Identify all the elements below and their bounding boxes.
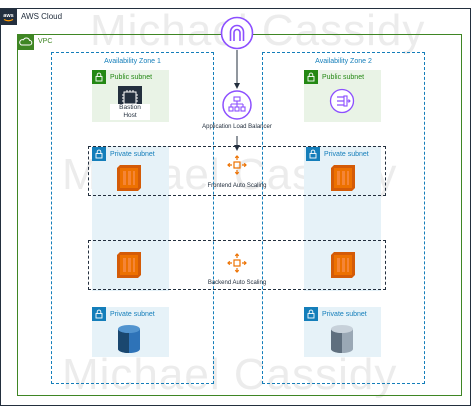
public-subnet-1-label: Public subnet	[110, 74, 153, 81]
frontend-auto-scaling-group	[88, 146, 386, 196]
aws-logo-text: aws	[3, 13, 13, 19]
backend-auto-scaling-group	[88, 240, 386, 290]
vpc-label: VPC	[38, 38, 53, 45]
az1-label: Availability Zone 1	[104, 58, 161, 65]
lock-icon	[306, 147, 320, 161]
ec2-instance-icon	[117, 165, 141, 191]
private-subnet-frontend-1-label: Private subnet	[110, 151, 155, 158]
rds-database-icon	[115, 324, 143, 354]
auto-scaling-icon	[227, 155, 247, 175]
rds-database-replica-icon	[328, 324, 356, 354]
auto-scaling-icon	[227, 253, 247, 273]
internet-gateway-icon	[220, 16, 254, 50]
bastion-host-label: Bastion Host	[110, 104, 150, 120]
lock-icon	[304, 70, 318, 84]
az2-label: Availability Zone 2	[315, 58, 372, 65]
aws-cloud-group	[0, 8, 471, 406]
bastion-host-label-line1: Bastion	[119, 104, 141, 111]
nat-gateway-icon	[329, 88, 355, 114]
private-subnet-db-2-label: Private subnet	[322, 311, 367, 318]
availability-zone-1	[51, 52, 214, 384]
lock-icon	[92, 147, 106, 161]
vpc-cloud-icon	[17, 34, 34, 50]
private-subnet-frontend-2-label: Private subnet	[324, 151, 369, 158]
lock-icon	[92, 70, 106, 84]
backend-auto-scaling-label: Backend Auto Scaling	[207, 280, 267, 286]
ec2-instance-icon	[331, 252, 355, 278]
frontend-auto-scaling-label: Frontend Auto Scaling	[207, 183, 267, 189]
lock-icon	[92, 307, 106, 321]
ec2-instance-icon	[117, 252, 141, 278]
bastion-host-label-line2: Host	[123, 112, 137, 119]
lock-icon	[304, 307, 318, 321]
load-balancer-icon	[222, 90, 252, 120]
public-subnet-2-label: Public subnet	[322, 74, 365, 81]
igw-to-alb-arrowhead	[234, 83, 240, 89]
private-subnet-db-1-label: Private subnet	[110, 311, 155, 318]
ec2-instance-icon	[331, 165, 355, 191]
aws-logo-icon: aws	[0, 8, 17, 25]
aws-cloud-label: AWS Cloud	[21, 12, 63, 21]
availability-zone-2	[262, 52, 425, 384]
alb-label: Application Load Balancer	[202, 124, 272, 130]
watermark-top: Michael Cassidy	[90, 6, 426, 55]
watermark-bottom: Michael Cassidy	[62, 350, 398, 399]
